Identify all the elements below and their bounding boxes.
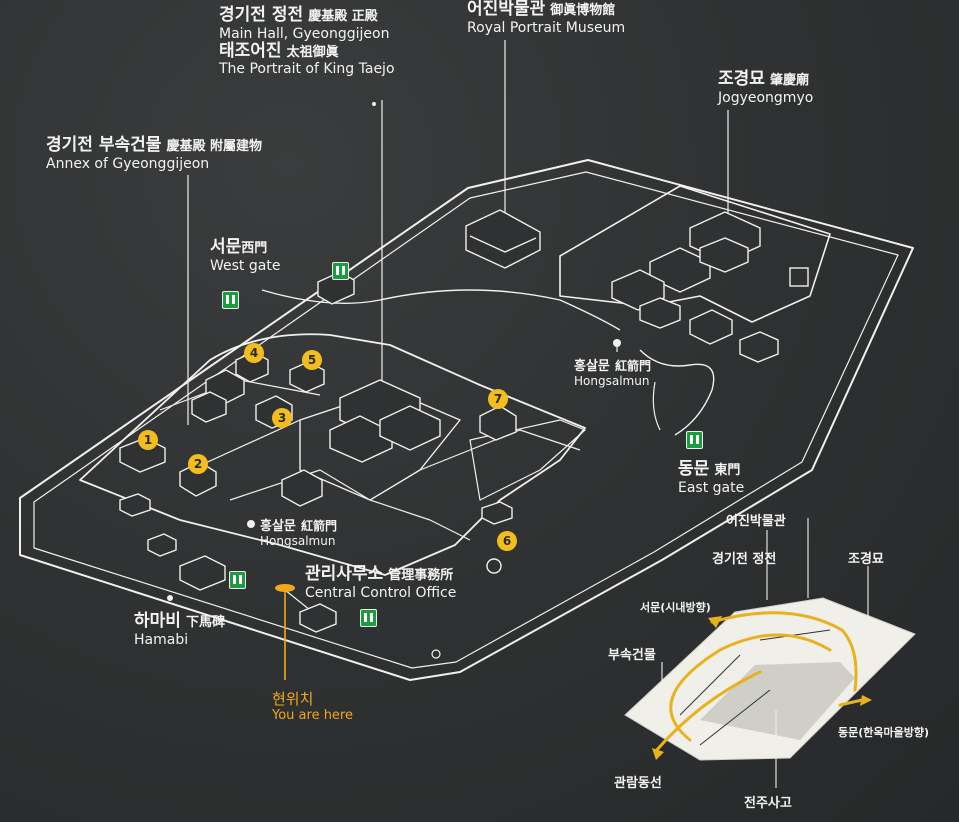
toilet-icon[interactable] [686, 431, 703, 449]
number-marker-2[interactable]: 2 [188, 454, 208, 474]
number-marker-1[interactable]: 1 [138, 430, 158, 450]
leader-office [284, 589, 311, 611]
label-hamabi: 하마비 下馬碑 Hamabi [134, 611, 226, 648]
building-main-hall-2 [329, 415, 393, 463]
main-hall-ko: 경기전 정전 慶基殿 正殿 [219, 5, 378, 25]
inset-route: 관람동선 [614, 776, 662, 791]
label-west-gate: 서문西門 West gate [210, 237, 281, 274]
main-compound-wall [79, 333, 586, 576]
toilet-icon[interactable] [360, 609, 377, 627]
inset-main-hall: 경기전 정전 [712, 552, 777, 567]
label-annex: 경기전 부속건물 慶基殿 附屬建物 Annex of Gyeonggijeon [46, 135, 263, 172]
label-office: 관리사무소 管理事務所 Central Control Office [305, 564, 457, 601]
inset-east-gate: 동문(한옥마을방향) [838, 726, 930, 739]
you-are-here-pin [275, 584, 295, 680]
east-court [469, 419, 586, 501]
court-divider-4 [419, 429, 581, 471]
toilet-icon[interactable] [332, 262, 349, 280]
jogyeongmyo-precinct [559, 185, 831, 323]
inset-jogyeongmyo: 조경묘 [848, 552, 884, 567]
number-marker-7[interactable]: 7 [488, 389, 508, 409]
inset-west-gate: 서문(시내방향) [640, 601, 711, 614]
hamabi-marker [167, 595, 173, 601]
label-you-are-here: 현위치 You are here [272, 690, 353, 723]
building-museum [465, 209, 541, 269]
portrait-en: The Portrait of King Taejo [219, 61, 395, 78]
toilet-icon[interactable] [229, 571, 246, 589]
garden-path [261, 289, 621, 331]
outer-wall [19, 159, 914, 681]
inset-museum: 어진박물관 [726, 514, 786, 529]
main-hall-en: Main Hall, Gyeonggijeon [219, 25, 390, 42]
number-marker-3[interactable]: 3 [272, 408, 292, 428]
label-main-hall: 경기전 정전 慶基殿 正殿 Main Hall, Gyeonggijeon 태조… [219, 5, 395, 78]
inset-archive: 전주사고 [744, 796, 792, 811]
number-marker-4[interactable]: 4 [244, 343, 264, 363]
label-hongsalmun-top: 홍살문 紅箭門 Hongsalmun [574, 359, 651, 388]
hongsalmun-marker-top [613, 339, 621, 347]
inner-wall [33, 171, 899, 669]
number-marker-6[interactable]: 6 [497, 531, 517, 551]
label-jogyeongmyo: 조경묘 肇慶廟 Jogyeongmyo [718, 69, 814, 106]
inset-diagram [624, 518, 916, 788]
court-divider-1 [189, 419, 301, 471]
east-path-2 [652, 381, 661, 431]
label-museum: 어진박물관 御眞博物館 Royal Portrait Museum [467, 0, 626, 36]
portrait-ko: 태조어진 太祖御眞 [219, 40, 339, 61]
hongsalmun-marker-bottom [247, 520, 255, 528]
toilet-icon[interactable] [222, 291, 239, 309]
label-hongsalmun-bottom: 홍살문 紅箭門 Hongsalmun [260, 519, 337, 548]
building-main-hall-3 [379, 405, 441, 451]
label-east-gate: 동문 東門 East gate [678, 459, 745, 496]
inset-annex: 부속건물 [608, 648, 656, 663]
number-marker-5[interactable]: 5 [302, 350, 322, 370]
east-path [639, 349, 715, 436]
